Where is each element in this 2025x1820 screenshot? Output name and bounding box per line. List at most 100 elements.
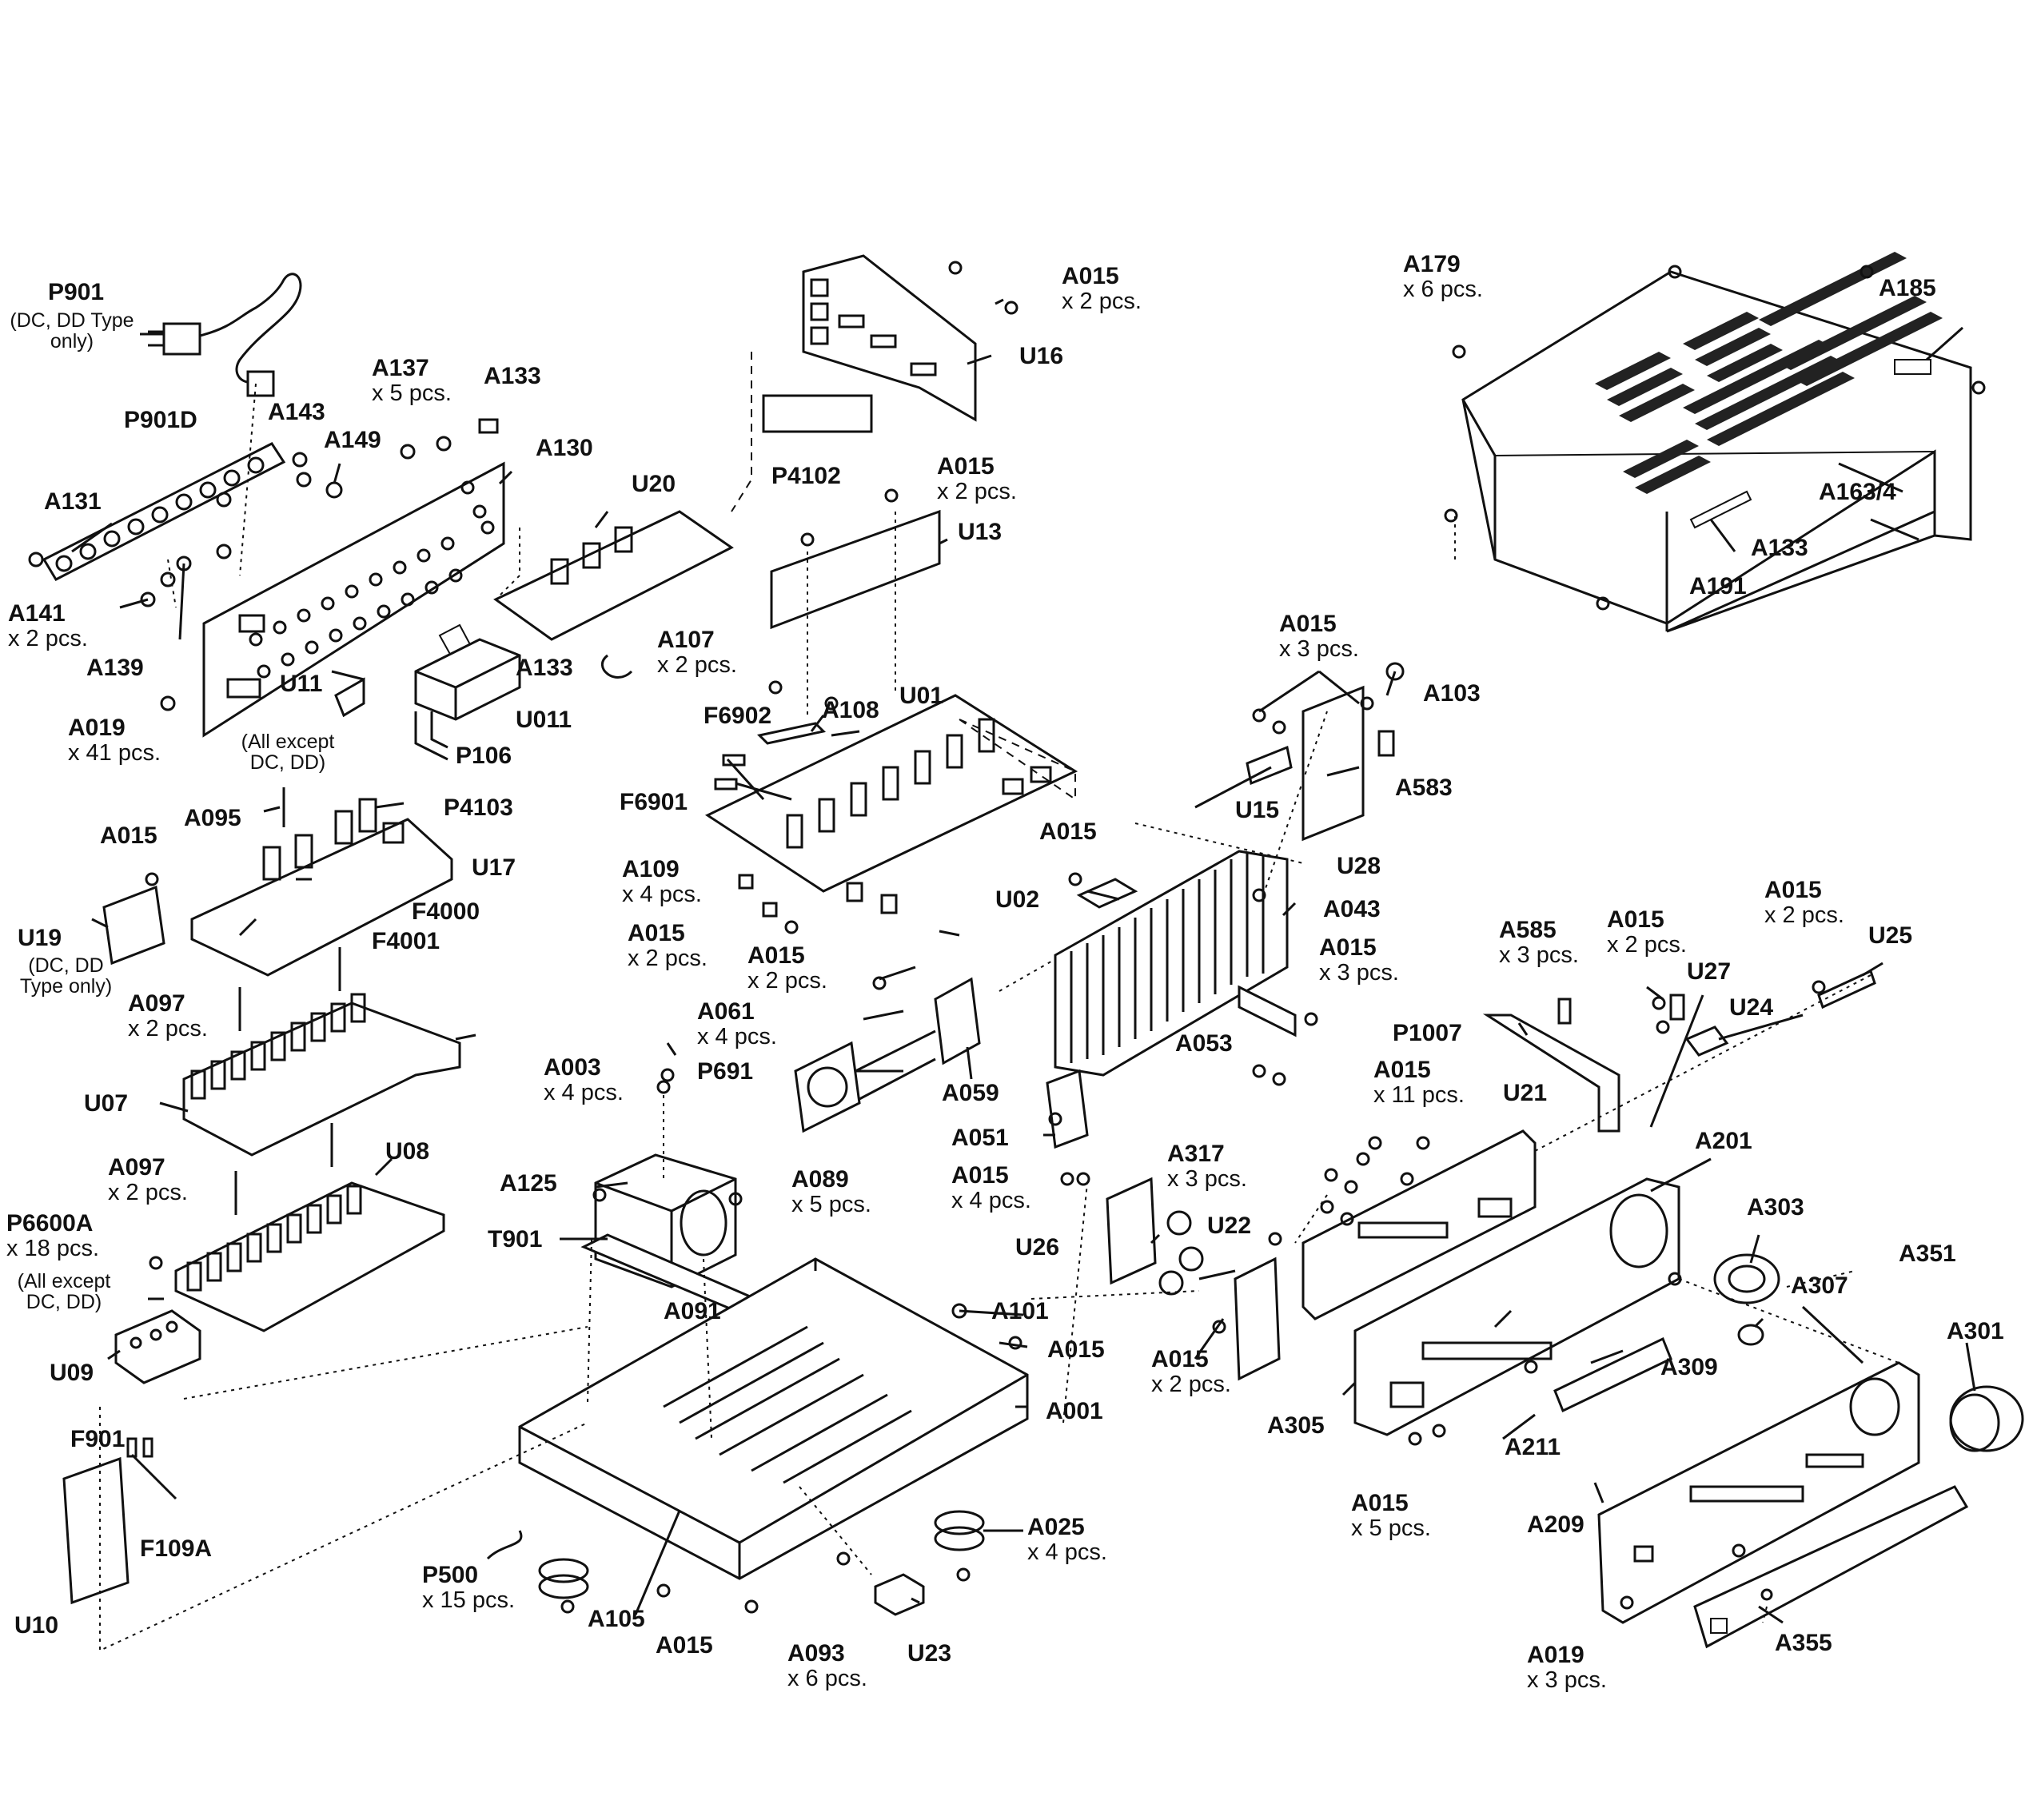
- label-a143: A143: [268, 400, 325, 425]
- part-code: A015: [1279, 611, 1337, 637]
- feet-a025-drawing: [538, 1510, 985, 1599]
- part-code: A043: [1323, 896, 1381, 922]
- label-u17: U17: [472, 855, 516, 881]
- label-a019-front: A019 x 3 pcs.: [1527, 1643, 1607, 1692]
- u08-board-drawing: [174, 1181, 445, 1332]
- part-code: U19: [18, 925, 62, 951]
- label-a303: A303: [1747, 1195, 1804, 1221]
- a303-part-drawing: [1713, 1253, 1780, 1304]
- part-code: A105: [588, 1606, 645, 1632]
- part-quantity: x 3 pcs.: [1279, 635, 1359, 662]
- label-a179: A179 x 6 pcs.: [1403, 252, 1483, 301]
- part-code: P4103: [444, 795, 513, 821]
- label-u08: U08: [385, 1139, 429, 1165]
- part-code: A303: [1747, 1194, 1804, 1221]
- label-u22: U22: [1207, 1213, 1251, 1239]
- part-code: A103: [1423, 680, 1481, 707]
- label-u27: U27: [1687, 959, 1731, 985]
- label-a130: A130: [536, 436, 593, 461]
- part-quantity: x 3 pcs.: [1167, 1165, 1247, 1192]
- part-code: A351: [1899, 1241, 1956, 1267]
- label-a103: A103: [1423, 681, 1481, 707]
- a307-part-drawing: [1737, 1324, 1764, 1346]
- part-code: A097: [108, 1154, 165, 1181]
- label-a051: A051: [951, 1125, 1009, 1151]
- part-code: U20: [632, 471, 676, 497]
- part-quantity: x 4 pcs.: [622, 881, 702, 907]
- top-cover-a163-drawing: [1461, 252, 1972, 633]
- a317-parts-drawing: [1158, 1210, 1204, 1296]
- part-code: U17: [472, 854, 516, 881]
- part-code: U02: [995, 886, 1040, 913]
- part-code: A583: [1395, 775, 1453, 801]
- part-quantity: x 41 pcs.: [68, 739, 161, 766]
- label-u23: U23: [907, 1641, 951, 1667]
- part-code: F6902: [704, 703, 772, 729]
- u23-part-drawing: [874, 1573, 925, 1616]
- part-code: A107: [657, 627, 715, 653]
- part-code: A015: [628, 920, 685, 946]
- label-u26: U26: [1015, 1235, 1059, 1260]
- part-code: A093: [787, 1640, 845, 1667]
- part-code: U25: [1868, 922, 1913, 949]
- label-a101: A101: [991, 1299, 1049, 1324]
- label-f6901: F6901: [620, 790, 688, 815]
- part-quantity: x 4 pcs.: [951, 1187, 1031, 1213]
- label-a163: A163/4: [1819, 480, 1896, 505]
- label-a109: A109 x 4 pcs.: [622, 857, 702, 906]
- label-a015-u27: A015 x 2 pcs.: [1607, 907, 1687, 957]
- label-u09: U09: [50, 1360, 94, 1386]
- part-code: U07: [84, 1090, 129, 1117]
- label-a015-a051: A015 x 4 pcs.: [951, 1163, 1031, 1213]
- part-code: A051: [951, 1125, 1009, 1151]
- label-u21: U21: [1503, 1081, 1547, 1106]
- part-code: A309: [1660, 1354, 1718, 1380]
- part-code: A317: [1167, 1141, 1225, 1167]
- a301-knob-drawing: [1949, 1385, 2024, 1452]
- label-p6600a-note: (All except DC, DD): [0, 1271, 128, 1313]
- part-note: (All except DC, DD): [17, 1270, 111, 1314]
- part-code: A053: [1175, 1030, 1233, 1057]
- part-code: A059: [942, 1080, 999, 1106]
- part-code: A109: [622, 856, 680, 882]
- label-a133-top: A133: [484, 364, 541, 389]
- u07-board-drawing: [182, 993, 461, 1157]
- part-code: A131: [44, 488, 102, 515]
- part-code: U21: [1503, 1080, 1548, 1106]
- a585-part-drawing: [1557, 998, 1572, 1025]
- label-a301: A301: [1947, 1319, 2004, 1344]
- part-code: A019: [68, 715, 126, 741]
- u11-connector-drawing: [331, 670, 365, 718]
- part-code: A015: [1373, 1057, 1431, 1083]
- label-a139: A139: [86, 655, 144, 681]
- u27-part-drawing: [1669, 994, 1685, 1021]
- label-a105: A105: [588, 1607, 645, 1632]
- part-code: A301: [1947, 1318, 2004, 1344]
- part-code: A585: [1499, 917, 1557, 943]
- part-quantity: x 6 pcs.: [1403, 276, 1483, 302]
- label-a015-mid: A015 x 2 pcs.: [628, 921, 708, 970]
- part-code: F901: [70, 1426, 126, 1452]
- label-a015-u13: A015 x 2 pcs.: [937, 454, 1017, 504]
- part-code: A141: [8, 600, 66, 627]
- label-u11: U11: [280, 671, 322, 697]
- label-a025: A025 x 4 pcs.: [1027, 1515, 1107, 1564]
- part-quantity: x 5 pcs.: [791, 1191, 871, 1217]
- label-f4000: F4000: [412, 899, 480, 925]
- label-u19: U19: [18, 926, 62, 951]
- p1007-cable-drawing: [1482, 1014, 1620, 1133]
- part-code: A163/4: [1819, 479, 1896, 505]
- label-f109a: F109A: [140, 1536, 212, 1562]
- part-quantity: x 11 pcs.: [1373, 1081, 1465, 1108]
- label-p4102: P4102: [771, 464, 841, 489]
- part-code: U08: [385, 1138, 430, 1165]
- label-a015-u02: A015: [1039, 819, 1097, 845]
- part-code: U15: [1235, 797, 1280, 823]
- part-code: U09: [50, 1360, 94, 1386]
- part-quantity: x 6 pcs.: [787, 1665, 867, 1691]
- part-quantity: x 2 pcs.: [747, 967, 827, 994]
- label-a091: A091: [664, 1299, 721, 1324]
- u19-part-drawing: [102, 885, 165, 966]
- u01-board-drawing: [704, 694, 1078, 934]
- label-a355: A355: [1775, 1631, 1832, 1656]
